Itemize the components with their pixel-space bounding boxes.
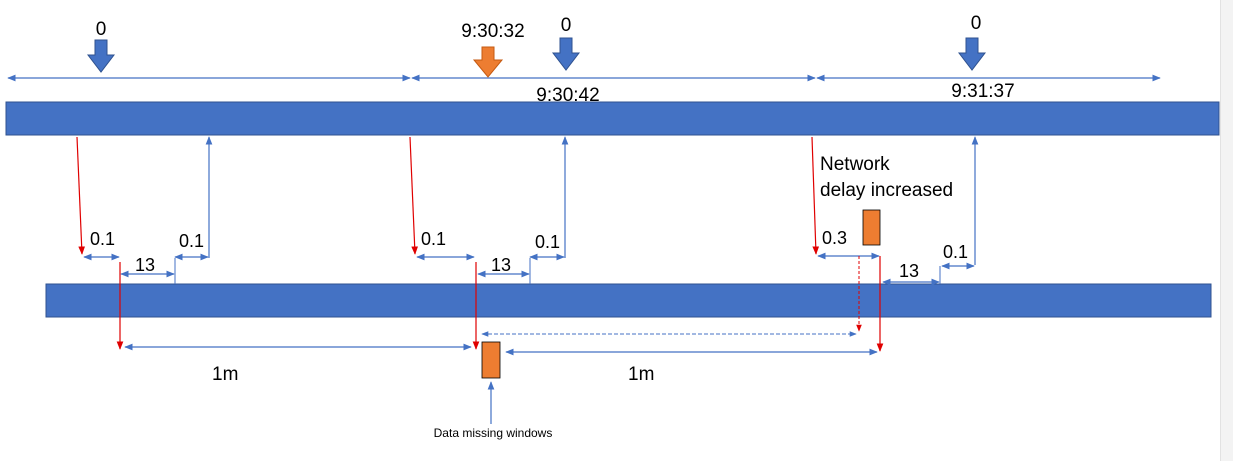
w3-return-delay-label: 0.1 <box>943 242 968 262</box>
zero-label-1: 0 <box>96 19 107 40</box>
data-missing-label: Data missing windows <box>434 426 553 440</box>
w1-return-delay-label: 0.1 <box>179 231 204 251</box>
zero-marker-arrow-3 <box>957 37 987 71</box>
interval-label-1: 1m <box>212 364 238 385</box>
w1-process-label: 13 <box>135 255 155 275</box>
w1-send-arrow <box>76 136 86 255</box>
zero-label-3: 0 <box>971 13 982 34</box>
network-delay-label-line1: Network <box>820 154 890 175</box>
zero-marker-arrow-1 <box>86 39 116 73</box>
network-delay-box <box>862 209 881 246</box>
orange-marker-arrow <box>472 46 504 78</box>
network-delay-label-line2: delay increased <box>820 180 953 201</box>
orange-time-label: 9:30:32 <box>461 21 524 42</box>
w2-return-delay-label: 0.1 <box>535 232 560 252</box>
window-2-time-label: 9:30:42 <box>536 85 599 106</box>
w3-send-arrow <box>811 136 820 255</box>
lower-bar <box>45 283 1212 318</box>
w3-send-delay-label: 0.3 <box>822 228 847 248</box>
vertical-scrollbar[interactable] <box>1220 0 1233 461</box>
upper-bar <box>5 101 1220 136</box>
w2-process-label: 13 <box>491 255 511 275</box>
interval-label-2: 1m <box>628 364 654 385</box>
zero-marker-arrow-2 <box>551 37 581 71</box>
data-missing-box <box>481 341 501 379</box>
w2-send-arrow <box>409 136 419 255</box>
w2-send-delay-label: 0.1 <box>421 229 446 249</box>
w1-send-delay-label: 0.1 <box>90 229 115 249</box>
w3-process-label: 13 <box>899 261 919 281</box>
zero-label-2: 0 <box>561 15 572 36</box>
window-3-time-label: 9:31:37 <box>951 81 1014 102</box>
